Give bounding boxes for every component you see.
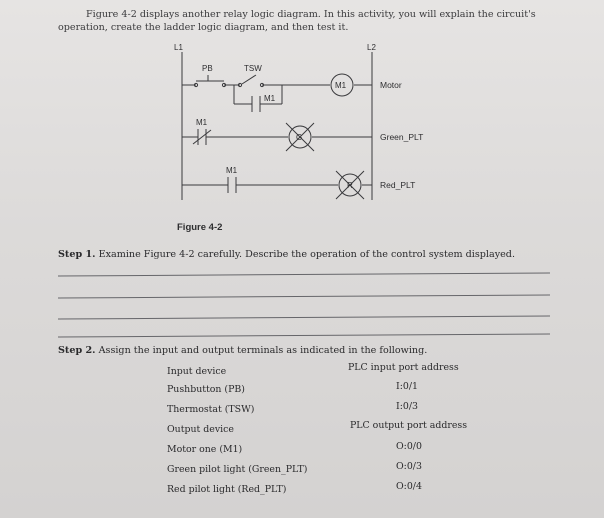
red-plt-label: Red_PLT <box>380 180 415 190</box>
input-address-pb: I:0/1 <box>396 381 418 392</box>
tsw-label: TSW <box>244 64 262 73</box>
pb-label: PB <box>202 64 213 73</box>
tsw-contact <box>241 74 257 85</box>
answer-line[interactable] <box>58 294 550 299</box>
step-2: Step 2. Assign the input and output term… <box>58 345 427 356</box>
m1-nc-slash <box>192 129 212 145</box>
output-device-header: Output device <box>167 424 234 435</box>
figure-caption: Figure 4-2 <box>177 222 223 233</box>
m1-no-label: M1 <box>226 166 238 175</box>
step-2-text: Assign the input and output terminals as… <box>98 345 428 356</box>
input-address-tsw: I:0/3 <box>396 401 418 412</box>
output-address-green: O:0/3 <box>396 461 422 472</box>
input-device-header: Input device <box>167 366 227 377</box>
step-1-label: Step 1. <box>58 249 96 260</box>
red-lamp-circle <box>338 173 362 197</box>
input-address-header: PLC input port address <box>348 362 459 373</box>
step-1: Step 1. Examine Figure 4-2 carefully. De… <box>58 249 515 260</box>
output-address-header: PLC output port address <box>350 420 468 431</box>
intro-line-1: Figure 4-2 displays another relay logic … <box>86 9 536 20</box>
green-lamp-circle <box>288 125 312 149</box>
output-address-red: O:0/4 <box>396 481 422 492</box>
answer-line[interactable] <box>58 315 550 320</box>
rail-l2-label: L2 <box>367 43 376 52</box>
input-device-tsw: Thermostat (TSW) <box>167 404 255 415</box>
relay-logic-diagram: L1 L2 PB TSW M1 M1 Motor M1 G Green_PLT … <box>174 43 423 200</box>
intro-line-2: operation, create the ladder logic diagr… <box>58 22 349 33</box>
intro-paragraph: Figure 4-2 displays another relay logic … <box>58 8 568 34</box>
step-2-label: Step 2. <box>58 345 96 356</box>
m1-coil-circle <box>330 73 354 97</box>
rail-l1-label: L1 <box>174 43 183 52</box>
answer-line[interactable] <box>58 272 550 277</box>
output-device-green: Green pilot light (Green_PLT) <box>167 464 308 475</box>
motor-label: Motor <box>380 80 402 90</box>
step-1-text: Examine Figure 4-2 carefully. Describe t… <box>98 249 515 260</box>
m1-nc-label: M1 <box>196 118 208 127</box>
red-lamp-letter: R <box>347 181 353 190</box>
answer-line[interactable] <box>58 333 550 338</box>
output-device-red: Red pilot light (Red_PLT) <box>167 484 287 495</box>
m1-seal-label: M1 <box>264 94 276 103</box>
green-lamp-letter: G <box>296 133 302 142</box>
m1-coil-label: M1 <box>335 81 347 90</box>
output-address-m1: O:0/0 <box>396 441 422 452</box>
output-device-m1: Motor one (M1) <box>167 444 243 455</box>
input-device-pb: Pushbutton (PB) <box>167 384 245 395</box>
green-plt-label: Green_PLT <box>380 132 423 142</box>
